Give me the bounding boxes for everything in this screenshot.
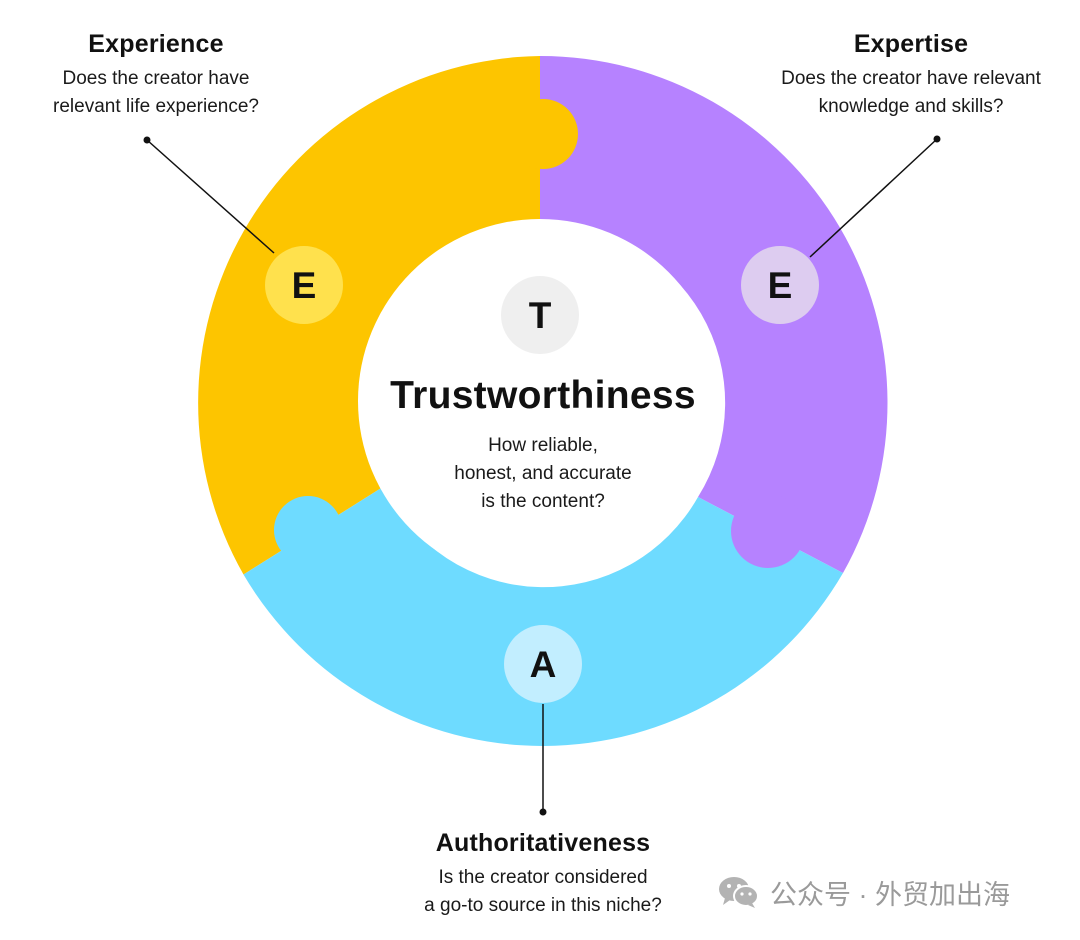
trustworthiness-description-line: How reliable, bbox=[488, 435, 598, 456]
authoritativeness-badge: A bbox=[504, 625, 582, 703]
experience-badge-letter: E bbox=[292, 265, 317, 306]
expertise-description-line: knowledge and skills? bbox=[818, 96, 1004, 117]
authoritativeness-description: Is the creator considered a go-to source… bbox=[390, 864, 696, 920]
expertise-badge: E bbox=[741, 246, 819, 324]
trustworthiness-label: Trustworthiness How reliable, honest, an… bbox=[370, 374, 716, 516]
experience-label: Experience Does the creator have relevan… bbox=[20, 30, 292, 121]
authoritativeness-description-line: a go-to source in this niche? bbox=[424, 895, 662, 916]
experience-leader-line bbox=[146, 139, 275, 254]
experience-description-line: Does the creator have bbox=[62, 68, 250, 89]
expertise-badge-letter: E bbox=[768, 265, 793, 306]
experience-title: Experience bbox=[88, 30, 224, 58]
puzzle-tab-authoritativeness bbox=[274, 496, 342, 564]
watermark-text: 公众号 · 外贸加出海 bbox=[770, 879, 1010, 910]
trustworthiness-description-line: honest, and accurate bbox=[454, 463, 632, 484]
trustworthiness-badge: T bbox=[501, 276, 579, 354]
experience-description-line: relevant life experience? bbox=[53, 96, 259, 117]
experience-badge: E bbox=[265, 246, 343, 324]
expertise-description: Does the creator have relevant knowledge… bbox=[752, 65, 1070, 121]
experience-leader-dot bbox=[143, 136, 151, 144]
expertise-title: Expertise bbox=[853, 30, 969, 58]
trustworthiness-description: How reliable, honest, and accurate is th… bbox=[370, 432, 716, 516]
experience-description: Does the creator have relevant life expe… bbox=[20, 65, 292, 121]
expertise-segment bbox=[540, 55, 888, 574]
wechat-icon bbox=[719, 877, 759, 908]
authoritativeness-description-line: Is the creator considered bbox=[438, 867, 648, 888]
trustworthiness-description-line: is the content? bbox=[481, 491, 605, 512]
authoritativeness-badge-letter: A bbox=[530, 644, 557, 685]
authoritativeness-label: Authoritativeness Is the creator conside… bbox=[390, 829, 696, 920]
expertise-description-line: Does the creator have relevant bbox=[781, 68, 1041, 89]
expertise-leader-line bbox=[809, 138, 938, 258]
watermark: 公众号 · 外贸加出海 bbox=[718, 872, 1010, 912]
authoritativeness-segment bbox=[243, 486, 843, 746]
trustworthiness-badge-letter: T bbox=[529, 295, 552, 336]
expertise-label: Expertise Does the creator have relevant… bbox=[752, 30, 1070, 121]
puzzle-tab-expertise bbox=[731, 494, 805, 568]
puzzle-tab-experience bbox=[508, 99, 578, 169]
authoritativeness-leader-dot bbox=[539, 808, 547, 816]
expertise-leader-dot bbox=[933, 135, 941, 143]
experience-segment bbox=[198, 56, 541, 575]
trustworthiness-title: Trustworthiness bbox=[390, 374, 696, 417]
authoritativeness-title: Authoritativeness bbox=[435, 829, 651, 857]
center-disc bbox=[358, 219, 722, 583]
